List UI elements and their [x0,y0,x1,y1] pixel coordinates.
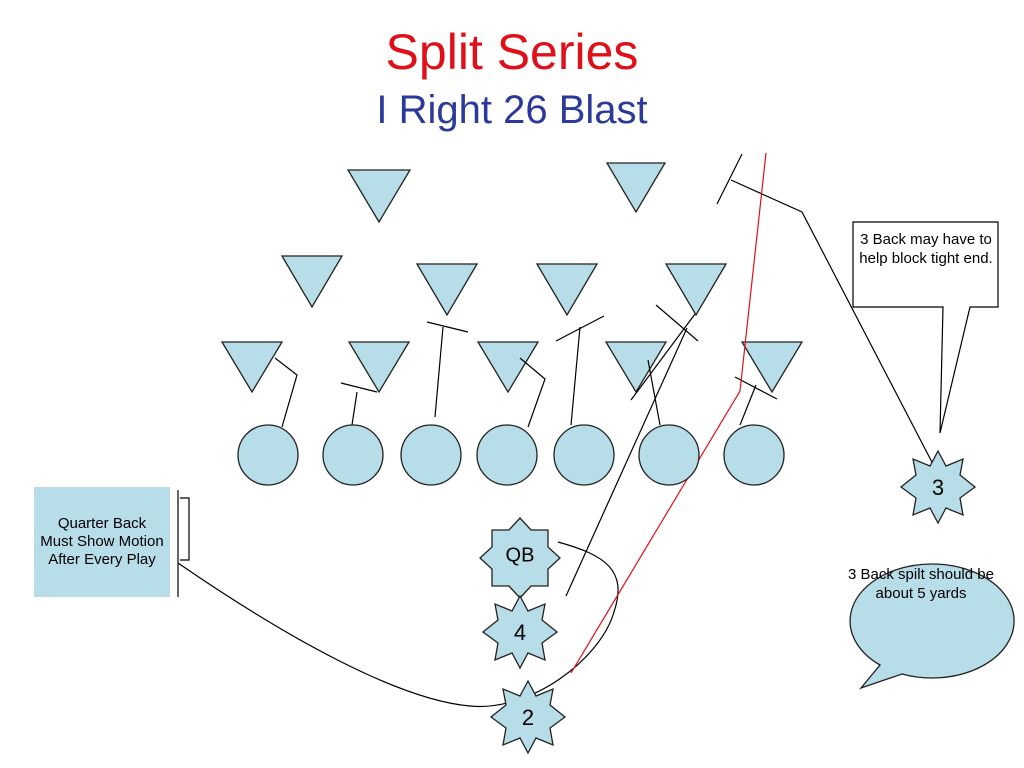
blocking-lines [274,153,936,597]
split-callout-text: 3 Back spilt should be about 5 yards [848,566,994,602]
fullback-label: 4 [514,620,526,645]
defender-triangle [605,162,667,214]
callout-split-shape [849,563,1015,690]
fullback-star-shape [481,594,559,670]
defense-secondary [346,162,667,224]
defender-triangle [476,341,540,394]
block-line [351,391,358,426]
defender-triangle [280,255,344,309]
defender-triangle [415,263,479,317]
offense-backs: QB 4 2 3 [479,449,977,755]
slide-subtitle: I Right 26 Blast [376,88,648,132]
qb-motion-note-text: Quarter Back Must Show Motion After Ever… [40,515,164,568]
defender-triangle [220,341,284,394]
ball-carrier-route [570,152,767,674]
wingback-path-line [730,179,936,469]
defender-triangle [346,169,412,224]
motion-path [177,490,619,708]
defender-triangle [664,263,728,317]
block-line [519,357,546,428]
defender-triangle [535,263,599,317]
slide-title: Split Series [385,24,639,80]
defense-line [220,341,804,394]
block-line [426,321,469,333]
defender-triangle [347,341,411,394]
qb-label: QB [506,544,535,566]
block-line [655,304,699,342]
callout-tight-end-shape [852,221,999,434]
lineman-circle [476,424,538,486]
block-line [630,313,696,401]
tailback-star-shape [489,679,567,755]
block-line [734,376,778,400]
block-line [570,326,581,426]
block-line [555,315,605,342]
lineman-circle [237,424,299,486]
defender-triangle [740,341,804,394]
wingback-star-shape [899,449,977,525]
lineman-circle [400,424,462,486]
qb-motion-curve [177,541,619,708]
lineman-circle [553,424,615,486]
wingback-label: 3 [932,475,944,500]
lineman-circle [723,424,785,486]
block-line [434,326,444,418]
defense-linebackers [280,255,728,317]
qb-motion-note: Quarter Back Must Show Motion After Ever… [34,487,170,597]
block-line [274,357,298,428]
motion-bracket [180,497,190,561]
block-line [647,359,661,426]
defender-triangle [604,341,668,394]
tight-end-callout-text: 3 Back may have to help block tight end. [859,231,993,267]
offensive-line [237,424,785,486]
tailback-label: 2 [522,705,534,730]
lineman-circle [322,424,384,486]
lineman-circle [638,424,700,486]
block-line [739,384,757,426]
block-line [340,382,378,393]
wingback-block-line [716,153,743,205]
